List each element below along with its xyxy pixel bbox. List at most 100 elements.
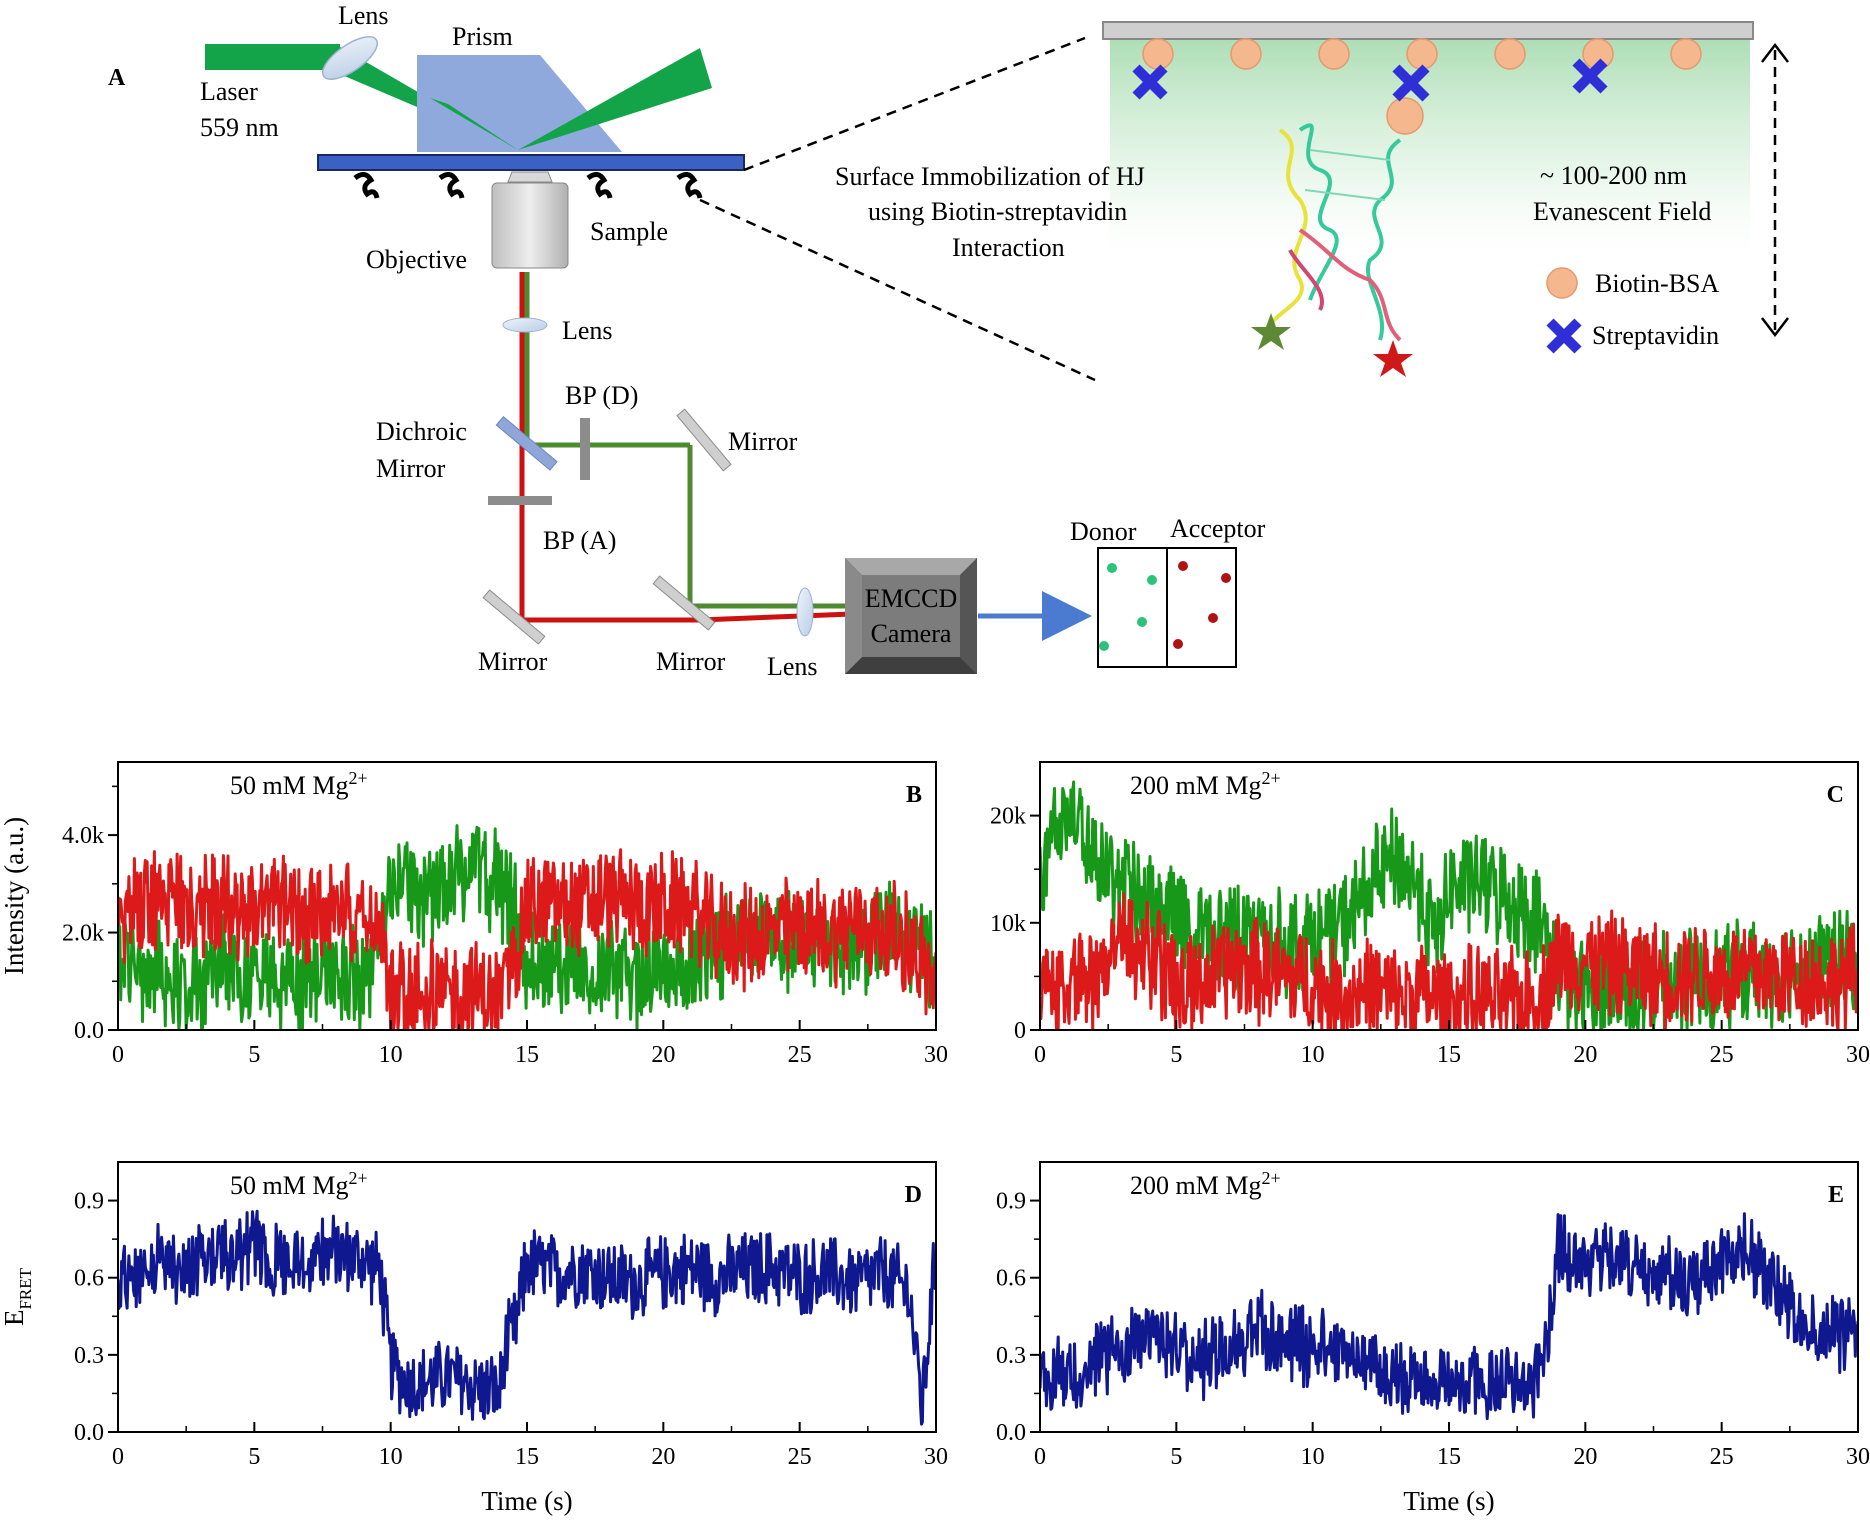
lens-mid-icon — [502, 317, 548, 333]
panel-letter: C — [1827, 782, 1844, 808]
panel-letter: B — [906, 782, 922, 808]
y-tick-label: 0.9 — [74, 1189, 104, 1215]
series-line-2 — [118, 848, 936, 1030]
label-mirror-right: Mirror — [728, 427, 798, 456]
series-group — [118, 1209, 936, 1426]
acceptor-spots — [1173, 561, 1231, 649]
label-legend-biotin: Biotin-BSA — [1595, 269, 1719, 298]
x-tick-label: 0 — [112, 1042, 124, 1068]
mirror-right-icon — [676, 408, 732, 472]
x-tick-label: 25 — [1710, 1444, 1734, 1470]
x-tick-label: 0 — [1034, 1444, 1046, 1470]
label-lens-top: Lens — [338, 1, 389, 30]
label-field-1: ~ 100-200 nm — [1540, 161, 1687, 190]
x-tick-label: 10 — [1301, 1042, 1325, 1068]
x-tick-label: 10 — [1301, 1444, 1325, 1470]
mg-annotation: 50 mM Mg2+ — [230, 1168, 368, 1200]
x-tick-label: 30 — [1846, 1444, 1870, 1470]
x-tick-label: 10 — [379, 1042, 403, 1068]
zoom-line-bottom — [699, 198, 1096, 382]
mirror-bottom-mid-icon — [652, 575, 716, 631]
panel-a: A — [108, 1, 1789, 681]
y-axis-title-main: E — [0, 1310, 29, 1327]
label-acceptor: Acceptor — [1170, 514, 1266, 543]
y-tick-label: 0.3 — [996, 1343, 1026, 1369]
y-tick-label: 20k — [990, 804, 1026, 830]
label-donor: Donor — [1070, 517, 1137, 546]
label-laser-wavelength: 559 nm — [200, 113, 279, 142]
y-axis-title-sub: FRET — [16, 1267, 35, 1309]
y-tick-label: 0.6 — [996, 1266, 1026, 1292]
x-tick-label: 15 — [1437, 1444, 1461, 1470]
label-emccd-2: Camera — [871, 619, 952, 648]
y-tick-label: 0.3 — [74, 1343, 104, 1369]
mg-annotation-main: 200 mM Mg — [1130, 771, 1261, 800]
label-dichroic-2: Mirror — [376, 454, 446, 483]
panel-letter: E — [1828, 1182, 1844, 1208]
x-tick-label: 20 — [1573, 1444, 1597, 1470]
x-tick-label: 30 — [924, 1042, 948, 1068]
prism-shape — [417, 55, 622, 152]
lens-top-icon — [321, 36, 379, 80]
label-prism: Prism — [452, 22, 513, 51]
mg-annotation: 200 mM Mg2+ — [1130, 1168, 1281, 1200]
x-axis-title: Time (s) — [1403, 1486, 1494, 1516]
x-tick-label: 0 — [1034, 1042, 1046, 1068]
donor-star-icon — [1251, 313, 1291, 350]
sample-slide — [317, 154, 745, 171]
label-bp-a: BP (A) — [543, 526, 616, 555]
mg-annotation-sup: 2+ — [348, 1168, 367, 1188]
y-tick-label: 0.9 — [996, 1189, 1026, 1215]
donor-spots — [1099, 563, 1157, 651]
label-laser: Laser — [200, 77, 258, 106]
evanescent-field — [1110, 40, 1750, 270]
laser-beam — [205, 44, 340, 70]
y-tick-label: 2.0k — [62, 921, 104, 947]
laser-in-prism — [430, 98, 518, 150]
y-tick-label: 0 — [1014, 1018, 1026, 1044]
x-tick-label: 20 — [651, 1444, 675, 1470]
x-tick-label: 5 — [248, 1042, 260, 1068]
series-line-2 — [1040, 892, 1858, 1030]
mg-annotation-main: 50 mM Mg — [230, 771, 348, 800]
label-objective: Objective — [366, 245, 467, 274]
x-tick-label: 20 — [1573, 1042, 1597, 1068]
label-lens-mid: Lens — [562, 316, 613, 345]
mg-annotation-sup: 2+ — [1261, 768, 1280, 788]
y-axis-title: EFRET — [0, 1267, 35, 1326]
label-mirror-bottom-left: Mirror — [478, 647, 548, 676]
lens-bottom-icon — [796, 587, 814, 637]
x-tick-label: 15 — [1437, 1042, 1461, 1068]
objective-icon — [491, 171, 569, 269]
dichroic-mirror-icon — [495, 415, 558, 471]
series-line-1 — [1040, 1212, 1858, 1421]
x-tick-label: 10 — [379, 1444, 403, 1470]
series-group — [1040, 780, 1858, 1030]
y-axis-title: Intensity (a.u.) — [0, 817, 29, 975]
label-surface-1: Surface Immobilization of HJ — [835, 162, 1145, 191]
series-group — [118, 824, 936, 1030]
mg-annotation-sup: 2+ — [348, 768, 367, 788]
label-emccd-1: EMCCD — [865, 584, 957, 613]
mg-annotation-main: 200 mM Mg — [1130, 1171, 1261, 1200]
sample-molecules — [353, 172, 703, 199]
label-mirror-bottom-mid: Mirror — [656, 647, 726, 676]
y-tick-label: 0.0 — [74, 1018, 104, 1044]
label-field-2: Evanescent Field — [1533, 197, 1711, 226]
holliday-junction — [1268, 123, 1402, 342]
mg-annotation-main: 50 mM Mg — [230, 1171, 348, 1200]
x-tick-label: 15 — [515, 1444, 539, 1470]
panel-letter: D — [905, 1182, 922, 1208]
x-tick-label: 25 — [788, 1042, 812, 1068]
x-axis-title: Time (s) — [481, 1486, 572, 1516]
label-bp-d: BP (D) — [565, 381, 638, 410]
x-tick-label: 0 — [112, 1444, 124, 1470]
bp-d-filter — [580, 418, 590, 480]
x-tick-label: 5 — [248, 1444, 260, 1470]
label-legend-strep: Streptavidin — [1592, 321, 1719, 350]
